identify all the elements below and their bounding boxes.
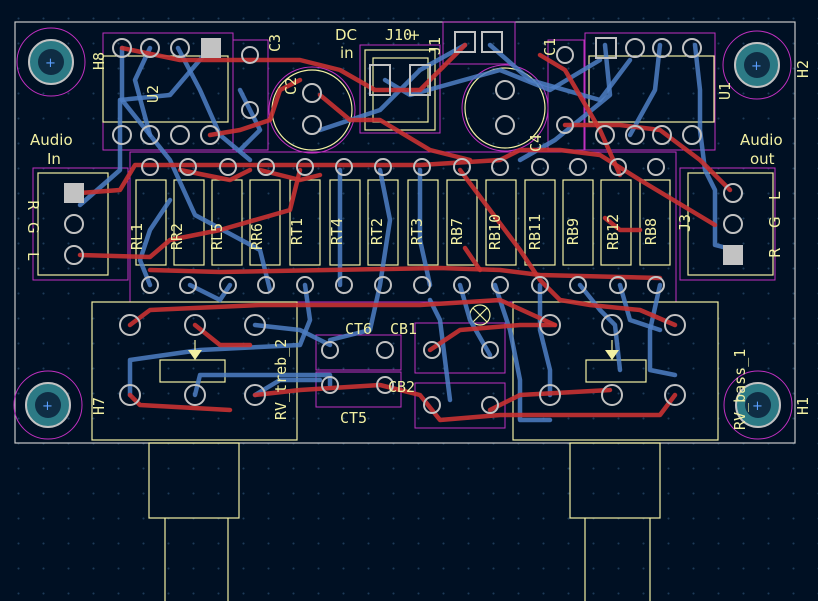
ref-j3: J3: [676, 214, 694, 232]
ref-u1: U1: [716, 82, 734, 100]
resistor-pads: [141, 158, 665, 294]
ref-rb10: RB10: [486, 214, 504, 250]
ref-rt3: RT3: [408, 218, 426, 245]
ref-rt4: RT4: [328, 218, 346, 245]
ref-cb1: CB1: [390, 320, 417, 338]
dc-in-label-2: in: [340, 44, 354, 62]
ref-rb11: RB11: [526, 214, 544, 250]
resistor-bodies: [135, 179, 671, 266]
audio-in-label-1: Audio: [30, 131, 73, 149]
ref-c2: C2: [282, 77, 300, 95]
ref-h8: H8: [90, 52, 108, 70]
ref-ct5: CT5: [340, 409, 367, 427]
ref-rb12: RB12: [604, 214, 622, 250]
ref-h2: H2: [794, 60, 812, 78]
ref-rr6: RR6: [248, 223, 266, 250]
pads[interactable]: [64, 31, 743, 414]
board-labels: DC in Audio In Audio out + R G L R G L: [24, 26, 784, 261]
back-copper-traces[interactable]: [77, 42, 738, 423]
ref-rl1: RL1: [128, 223, 146, 250]
ref-rv-bass-1: RV_bass_1: [731, 349, 749, 430]
out-pin-g: G: [766, 216, 784, 228]
ref-rb9: RB9: [564, 218, 582, 245]
small-cap-pads: [321, 341, 499, 414]
dc-jack-pads: [369, 31, 503, 96]
audio-out-label-2: out: [750, 150, 775, 168]
ref-c4: C4: [527, 134, 545, 152]
mounting-hole-h1: +: [723, 370, 793, 440]
cap-pads: [241, 46, 574, 135]
ref-j1: J1: [426, 37, 444, 55]
in-pin-r: R: [24, 200, 42, 210]
mounting-holes[interactable]: + + + +: [13, 27, 793, 440]
ref-rb7: RB7: [448, 218, 466, 245]
board-edge-outline: [14, 21, 796, 444]
svg-text:+: +: [45, 56, 56, 71]
mounting-hole-h2: +: [722, 30, 792, 100]
ref-c1: C1: [541, 38, 559, 56]
input-jack-pads: [64, 183, 84, 265]
pot-shafts: [148, 442, 661, 601]
front-copper-traces[interactable]: [77, 42, 733, 423]
pot-arrow-icons: [188, 340, 619, 360]
mounting-hole-h8: +: [16, 27, 86, 97]
ref-rt1: RT1: [288, 218, 306, 245]
ref-rr2: RR2: [168, 223, 186, 250]
dc-in-label-1: DC: [335, 26, 357, 44]
ref-rb8: RB8: [642, 218, 660, 245]
ref-rl5: RL5: [208, 223, 226, 250]
audio-in-label-2: In: [47, 150, 61, 168]
in-pin-l: L: [24, 252, 42, 261]
in-pin-g: G: [24, 222, 42, 234]
u2-pads: [112, 38, 221, 145]
output-jack-pads: [723, 183, 743, 265]
ref-h7: H7: [90, 397, 108, 415]
audio-out-label-1: Audio: [740, 131, 783, 149]
svg-text:+: +: [751, 59, 762, 74]
ref-c3: C3: [266, 34, 284, 52]
out-pin-l: L: [766, 191, 784, 200]
u1-pads: [595, 37, 702, 145]
out-pin-r: R: [766, 248, 784, 258]
ref-ct6: CT6: [345, 320, 372, 338]
pot-treb-pads: [119, 314, 266, 406]
mounting-hole-h7: +: [13, 370, 83, 440]
ref-rv-treb-2: RV_treb_2: [272, 339, 290, 420]
ref-h1: H1: [794, 397, 812, 415]
svg-text:+: +: [752, 399, 763, 414]
pot-bass-pads: [539, 314, 686, 406]
plus-sign-label: +: [408, 26, 421, 44]
svg-text:+: +: [42, 399, 53, 414]
reference-designators[interactable]: H8 H2 H7 H1 U2 U1 C3 C2 C1 C4 J10 J1 J3 …: [90, 26, 812, 430]
ref-cb2: CB2: [388, 378, 415, 396]
ref-rt2: RT2: [368, 218, 386, 245]
ref-j10: J10: [385, 26, 412, 44]
ref-u2: U2: [144, 85, 162, 103]
